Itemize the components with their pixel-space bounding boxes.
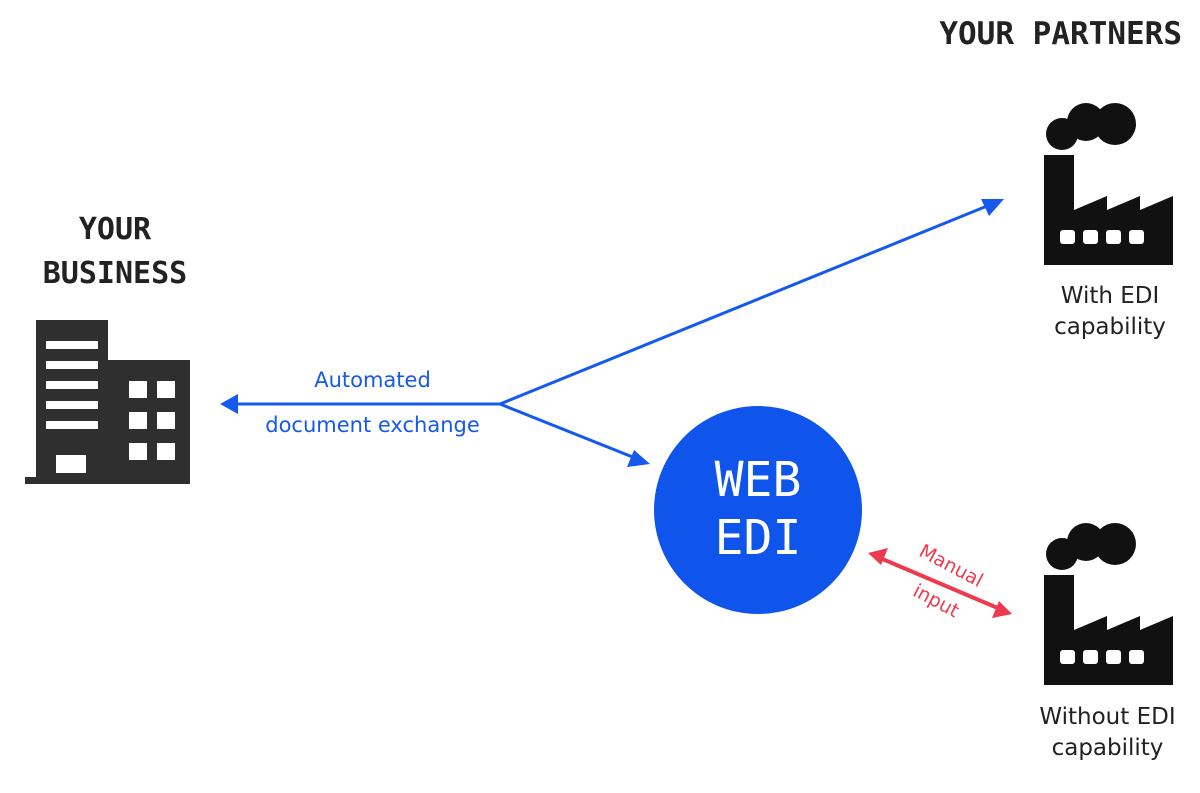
partners-heading: YOUR PARTNERS <box>939 16 1182 52</box>
web-edi-label-line: WEB <box>714 452 802 508</box>
arrow-to-webedi <box>499 402 641 462</box>
office-building-icon <box>25 320 190 484</box>
business-heading-line: YOUR <box>78 212 152 247</box>
web-edi-node: WEB EDI <box>654 406 862 614</box>
business-heading-line: BUSINESS <box>42 256 188 291</box>
caption-line: capability <box>1051 735 1164 761</box>
arrow-to-webedi-head <box>627 450 650 467</box>
automated-label-line: Automated <box>314 368 431 392</box>
arrow-to-edi-partner-head <box>981 199 1004 216</box>
factory-icon-with-edi <box>1044 103 1173 265</box>
caption-line: capability <box>1054 314 1166 340</box>
partner-caption-without-edi: Without EDI capability <box>1015 702 1200 764</box>
manual-input-connector <box>868 548 1012 618</box>
caption-line: Without EDI <box>1039 704 1176 730</box>
automated-exchange-connector <box>220 199 1004 467</box>
partner-caption-with-edi: With EDI capability <box>1025 281 1195 343</box>
web-edi-label-line: EDI <box>714 510 802 566</box>
automated-label-line: document exchange <box>265 413 480 437</box>
arrow-to-business-head <box>220 394 238 414</box>
arrow-to-edi-partner <box>499 202 993 406</box>
manual-arrow-end-head <box>992 601 1012 618</box>
business-heading: YOUR BUSINESS <box>30 208 200 296</box>
factory-icon-without-edi <box>1044 523 1173 685</box>
caption-line: With EDI <box>1060 283 1160 309</box>
manual-arrow-start-head <box>868 548 888 565</box>
